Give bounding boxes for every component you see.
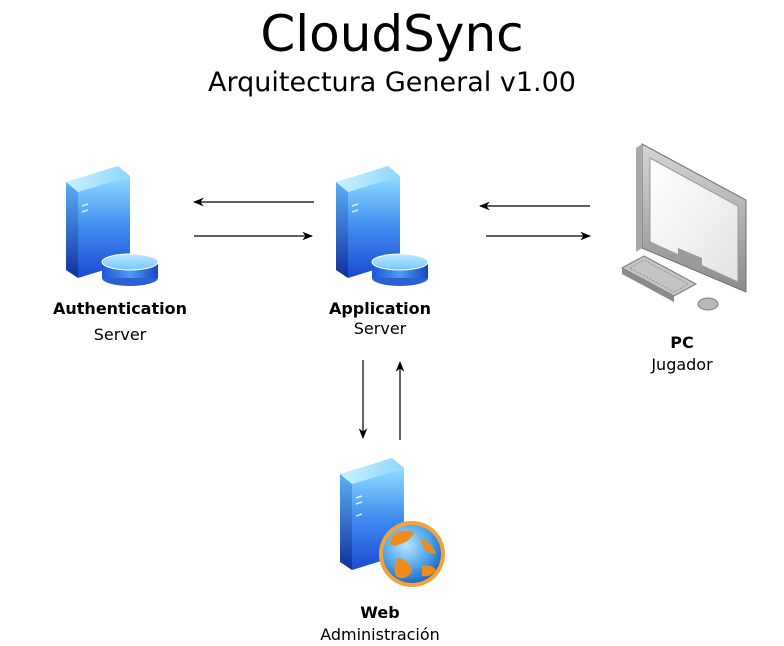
node-pc-name: PC <box>670 333 694 352</box>
node-app-name: Application <box>328 299 432 318</box>
node-app-role: Server <box>353 319 407 338</box>
node-pc-role: Jugador <box>651 355 713 374</box>
node-auth-name: Authentication <box>53 299 187 318</box>
desktop-computer-icon <box>620 143 747 311</box>
database-server-icon <box>336 166 429 286</box>
node-web-name: Web <box>360 603 400 622</box>
web-server-globe-icon <box>340 458 445 587</box>
node-web-label: Web Administración <box>280 602 480 646</box>
node-web-role: Administración <box>320 625 440 644</box>
node-pc-label: PC Jugador <box>592 332 772 376</box>
node-auth-label: Authentication Server <box>20 298 220 346</box>
node-app-label: Application Server <box>280 298 480 340</box>
diagram-title: CloudSync <box>260 5 524 63</box>
node-auth-role: Server <box>93 325 147 344</box>
diagram-subtitle: Arquitectura General v1.00 <box>208 67 576 98</box>
database-server-icon <box>66 166 159 286</box>
